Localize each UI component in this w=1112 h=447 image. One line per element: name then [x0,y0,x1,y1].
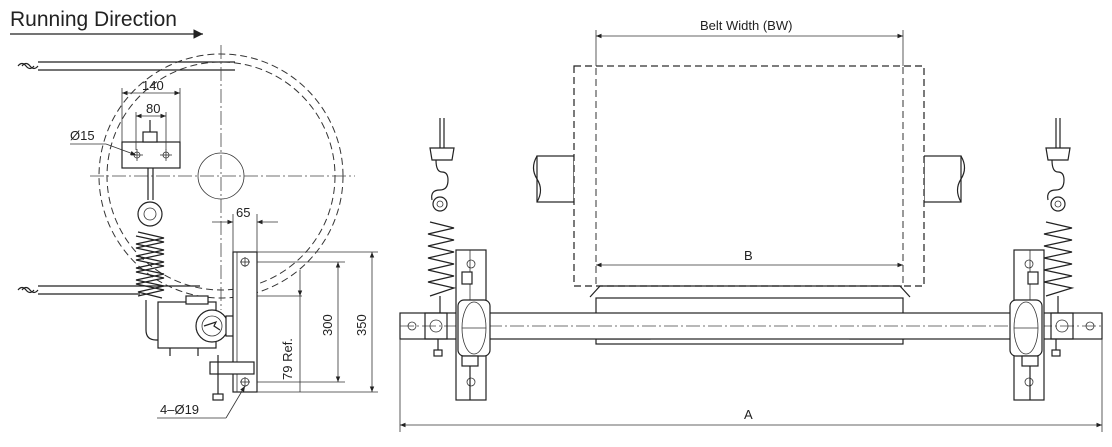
dimension-80: 80 [146,101,160,116]
dimension-diameter-15: Ø15 [70,128,95,143]
dimension-65: 65 [236,205,250,220]
dimension-350: 350 [354,314,369,336]
right-switch-assembly [1009,118,1075,401]
running-direction-title: Running Direction [10,8,177,31]
left-switch-assembly [427,118,491,401]
dimension-79-ref: 79 Ref. [280,338,295,380]
dimension-a: A [744,407,753,422]
dimension-holes-19: 4–Ø19 [160,402,199,417]
dimension-140: 140 [142,78,164,93]
dimension-300: 300 [320,314,335,336]
side-view: 140 80 Ø15 65 79 Ref. 300 350 4– [17,45,378,419]
belt-width-label: Belt Width (BW) [700,18,792,33]
spring-side [135,231,165,299]
dimension-b: B [744,248,753,263]
front-view: Belt Width (BW) B [399,18,1103,432]
